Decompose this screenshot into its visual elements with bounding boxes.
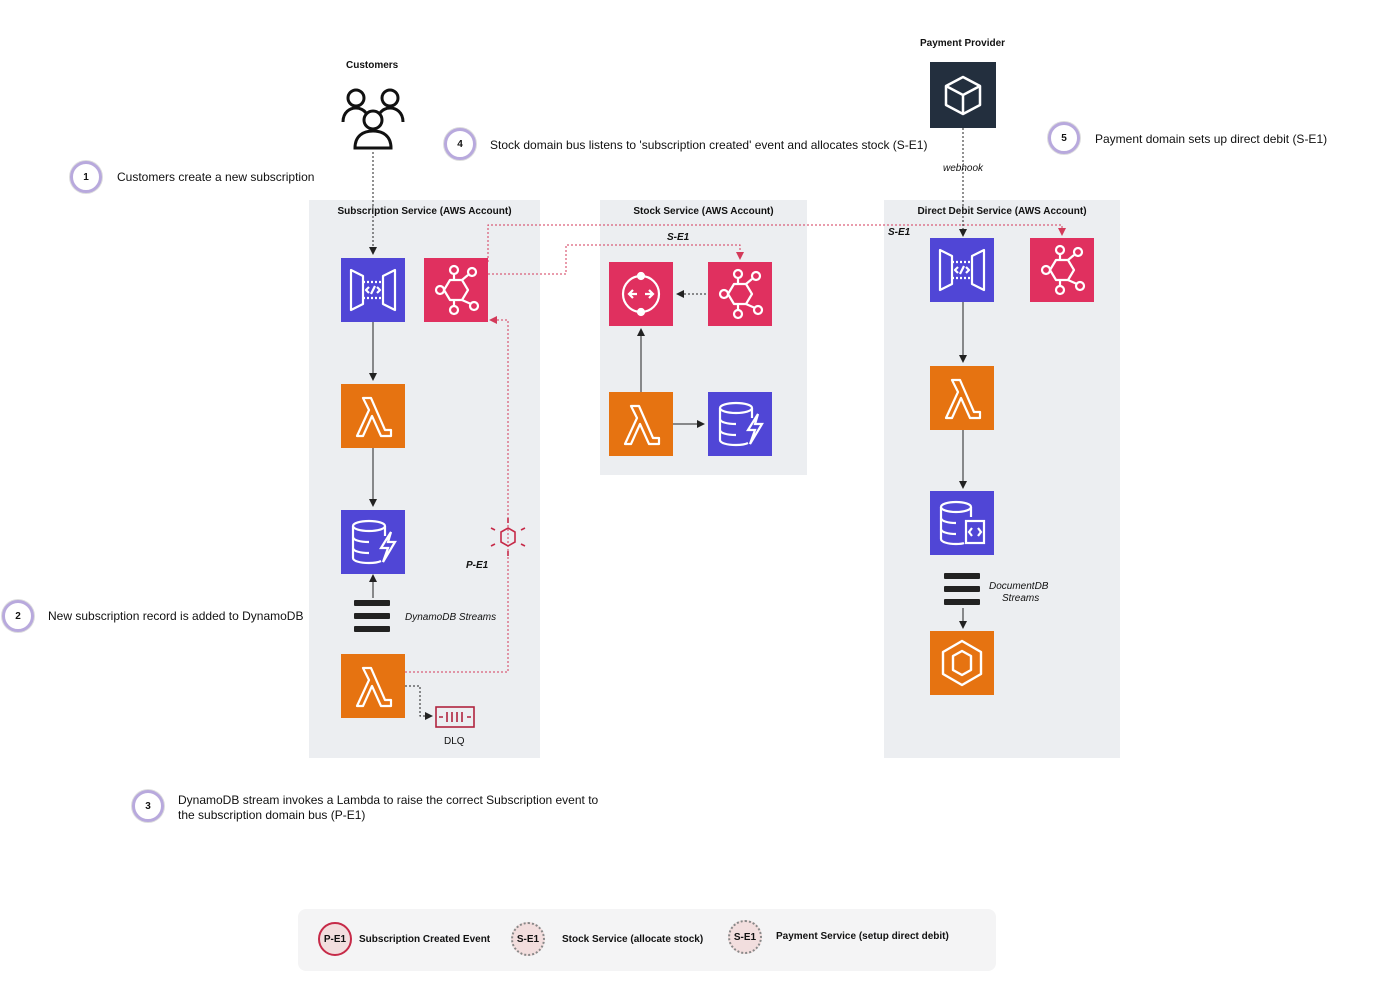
debit-eventbridge <box>1030 238 1094 302</box>
s-e1-stock-label: S-E1 <box>667 232 690 243</box>
subscription-dynamodb <box>341 510 405 574</box>
dynamodb-icon <box>351 519 397 565</box>
legend-label-subscription-created: Subscription Created Event <box>359 934 491 945</box>
eventbridge-icon <box>434 264 480 316</box>
legend-badge-s-e1-stock: S-E1 <box>511 922 545 956</box>
documentdb-streams-label-line2: Streams <box>1002 593 1040 604</box>
dynamodb-streams-label: DynamoDB Streams <box>405 612 497 623</box>
s-e1-debit-label: S-E1 <box>888 227 911 238</box>
eventbridge-icon <box>1040 244 1086 296</box>
step-functions-icon <box>621 271 661 317</box>
payment-provider-label: Payment Provider <box>920 38 1006 49</box>
legend-badge-p-e1: P-E1 <box>318 922 352 956</box>
eventbridge-icon <box>718 268 764 320</box>
customers-label: Customers <box>346 60 399 71</box>
dynamodb-stream-bar-1 <box>354 600 390 606</box>
step-4-text: Stock domain bus listens to 'subscriptio… <box>490 138 928 152</box>
documentdb-icon <box>939 500 986 546</box>
documentdb-stream-bar-1 <box>944 573 980 579</box>
stock-dynamodb <box>708 392 772 456</box>
legend-label-stock-service: Stock Service (allocate stock) <box>562 934 704 945</box>
step-2-badge: 2 <box>2 600 34 632</box>
step-3-badge: 3 <box>132 790 164 822</box>
legend-badge-s-e1-payment: S-E1 <box>728 920 762 954</box>
stock-lambda <box>609 392 673 456</box>
debit-documentdb <box>930 491 994 555</box>
legend-label-payment-service: Payment Service (setup direct debit) <box>776 931 949 942</box>
step-1-text: Customers create a new subscription <box>117 170 315 184</box>
step-3-text-line1: DynamoDB stream invokes a Lambda to rais… <box>178 793 599 807</box>
step-3-text-line2: the subscription domain bus (P-E1) <box>178 808 366 822</box>
step-1-badge: 1 <box>70 161 102 193</box>
p-e1-label: P-E1 <box>466 560 489 571</box>
api-gateway-icon <box>938 248 986 292</box>
eventbridge-to-debit-bus-line <box>487 224 1066 262</box>
subscription-stream-lambda <box>341 654 405 718</box>
stock-service-title: Stock Service (AWS Account) <box>633 206 774 217</box>
subscription-api-gateway <box>341 258 405 322</box>
debit-ecs <box>930 631 994 695</box>
step-5-badge: 5 <box>1048 122 1080 154</box>
dynamodb-stream-bar-2 <box>354 613 390 619</box>
lambda-to-dlq-line <box>405 685 433 720</box>
dlq-icon <box>434 705 476 729</box>
ecs-icon <box>941 639 983 687</box>
api-gateway-icon <box>349 268 397 312</box>
lambda-to-eventbridge-event-line <box>405 316 509 673</box>
dynamodb-stream-bar-3 <box>354 626 390 632</box>
subscription-lambda <box>341 384 405 448</box>
webhook-label: webhook <box>943 163 984 174</box>
lambda-icon <box>355 396 393 438</box>
stock-step-functions <box>609 262 673 326</box>
eventbridge-to-stock-bus-line <box>488 244 744 275</box>
customers-icon <box>340 80 406 152</box>
subscription-service-title: Subscription Service (AWS Account) <box>337 206 512 217</box>
documentdb-stream-bar-2 <box>944 586 980 592</box>
direct-debit-service-title: Direct Debit Service (AWS Account) <box>917 206 1087 217</box>
debit-api-gateway <box>930 238 994 302</box>
legend: P-E1 Subscription Created Event S-E1 Sto… <box>298 909 996 971</box>
lambda-icon <box>355 666 393 708</box>
debit-lambda <box>930 366 994 430</box>
documentdb-stream-bar-3 <box>944 599 980 605</box>
dlq-label: DLQ <box>444 736 465 747</box>
subscription-eventbridge <box>424 258 488 322</box>
lambda-icon <box>944 378 982 420</box>
event-icon <box>487 516 529 558</box>
step-5-text: Payment domain sets up direct debit (S-E… <box>1095 132 1328 146</box>
step-4-badge: 4 <box>444 128 476 160</box>
documentdb-streams-label-line1: DocumentDB <box>989 581 1049 592</box>
payment-provider-icon <box>930 62 996 128</box>
dynamodb-icon <box>718 401 764 447</box>
lambda-icon <box>623 404 661 446</box>
step-2-text: New subscription record is added to Dyna… <box>48 609 304 623</box>
stock-eventbridge <box>708 262 772 326</box>
